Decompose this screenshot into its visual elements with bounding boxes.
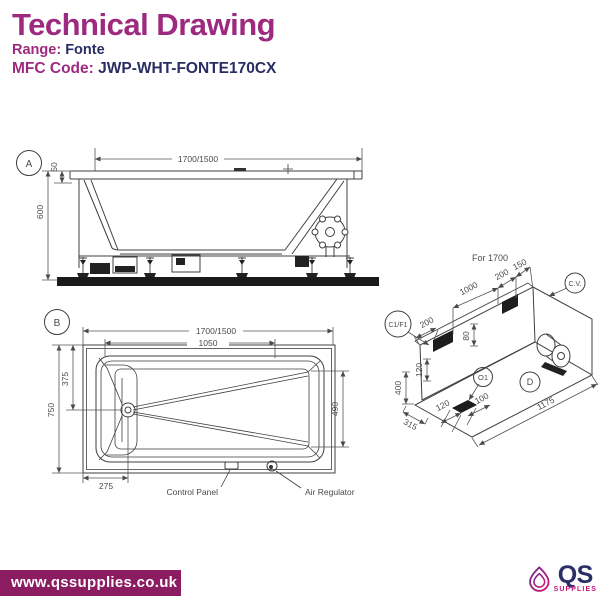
plan-dim-drain-offset: 275: [99, 481, 113, 491]
drain-center: [124, 406, 132, 414]
qs-logo-qs: QS: [557, 561, 594, 589]
bath-base: [114, 368, 310, 450]
dim-label-bg: [189, 326, 243, 336]
range-label: Range:: [12, 42, 62, 58]
install-dim-80: 80: [461, 331, 471, 341]
range-line: Range: Fonte: [12, 42, 276, 59]
install-dim-1000: 1000: [458, 279, 480, 297]
dim-label-bg: [172, 154, 224, 164]
qs-logo-text: QS SUPPLIES: [553, 561, 597, 594]
install-dim-200-left: 200: [418, 315, 435, 331]
dim-line-1000: [452, 287, 499, 309]
wall-top-edge: [414, 282, 534, 346]
view-b-label: B: [54, 318, 61, 329]
website-url: www.qssupplies.co.uk: [11, 574, 178, 591]
install-dim-1175: 1175: [535, 395, 556, 412]
plan-dim-width: 750: [46, 403, 56, 417]
dim-line-150: [515, 266, 531, 278]
cylinder-base: [541, 362, 567, 376]
side-view: A 1700/15: [16, 148, 379, 286]
air-regulator-dot: [269, 465, 273, 469]
bath-side-profile: [69, 170, 363, 268]
install-dimensions: [402, 266, 599, 448]
feet-pads: [77, 260, 356, 278]
mfc-value: JWP-WHT-FONTE170CX: [98, 60, 277, 77]
plan-dim-inner-width: 490: [330, 402, 340, 416]
dim-label-bg: [187, 338, 229, 348]
air-regulator: [266, 460, 278, 472]
cylinder-port: [557, 352, 565, 360]
dim-line-1175: [478, 383, 598, 446]
mfc-label: MFC Code:: [12, 60, 94, 77]
cylinder-front: [551, 344, 571, 368]
plan-ext-lines: [52, 327, 349, 483]
install-dim-400: 400: [393, 381, 403, 395]
qs-logo-supplies: SUPPLIES: [553, 586, 597, 593]
installation-view: For 1700 C1/F1 C.V. O1: [384, 253, 599, 448]
pump-motor-hub: [325, 227, 335, 237]
range-value: Fonte: [65, 42, 105, 58]
view-b-balloon: [44, 309, 70, 335]
pump-blocks-outline: [112, 254, 201, 274]
callout-c1f1-balloon: [384, 310, 412, 338]
floor: [413, 341, 594, 438]
right-wall-edges: [532, 286, 593, 375]
callout-d: D: [527, 377, 534, 387]
bath-rim-1: [95, 355, 325, 463]
header: Technical Drawing Range: Fonte MFC Code:…: [12, 8, 276, 78]
install-dim-315: 315: [402, 417, 419, 433]
install-leaders: [407, 287, 568, 401]
callout-c1f1: C1/F1: [388, 322, 407, 329]
pump-cylinder: [536, 333, 571, 376]
install-title: For 1700: [472, 253, 508, 263]
plan-dim-inner-length: 1050: [199, 338, 218, 348]
callout-o1: O1: [478, 373, 488, 382]
callout-cv-balloon: [564, 272, 586, 294]
drain: [120, 402, 136, 418]
view-a-balloon: [16, 150, 42, 176]
side-dim-length: 1700/1500: [178, 154, 218, 164]
callout-cv: C.V.: [569, 281, 582, 288]
website-banner: www.qssupplies.co.uk: [0, 570, 181, 596]
rim-fitting: [234, 168, 246, 171]
wall-mixer-patch-2: [502, 294, 518, 314]
mfc-line: MFC Code: JWP-WHT-FONTE170CX: [12, 59, 276, 78]
install-dim-120-wall: 120: [414, 363, 424, 377]
callout-leaders: [220, 469, 302, 489]
rim-crosshair: [283, 164, 293, 174]
control-panel: [224, 461, 239, 470]
qs-logo-droplet-icon: [529, 566, 550, 592]
dim-line-120-floor: [440, 412, 462, 424]
side-dim-rim: 50: [49, 162, 59, 172]
control-panel-label: Control Panel: [166, 487, 218, 497]
leader-c1f1: [407, 331, 430, 346]
install-dim-200-top: 200: [493, 267, 510, 283]
page-title: Technical Drawing: [12, 7, 276, 42]
install-dim-100: 100: [473, 391, 490, 407]
floor-waste-patch: [452, 400, 477, 413]
pump-motor: [314, 216, 346, 248]
plan-view: B Control Panel Air Regulator: [44, 309, 355, 497]
ground-line: [57, 277, 379, 286]
view-a-label: A: [26, 159, 33, 170]
side-dim-height: 600: [35, 205, 45, 219]
dim-line-315: [402, 411, 426, 425]
air-regulator-label: Air Regulator: [305, 487, 355, 497]
plan-view-dimensions: [52, 327, 349, 483]
leader-o1: [468, 383, 480, 401]
dim-line-200-top: [497, 276, 517, 289]
plan-dim-length: 1700/1500: [196, 326, 236, 336]
dim-line-200-left: [415, 327, 437, 339]
bath-outer-rect-inner: [86, 348, 332, 470]
bath-rim-2: [100, 360, 320, 458]
install-dim-120-floor: 120: [434, 398, 451, 414]
plan-dim-drain-center: 375: [60, 372, 70, 386]
side-view-dimensions: [42, 148, 363, 281]
slope-lines: [98, 357, 321, 461]
leader-cv: [548, 287, 568, 297]
wall-mixer-patch-1: [433, 330, 453, 352]
qs-supplies-logo: QS SUPPLIES: [527, 560, 597, 598]
pump-motor-lugs: [311, 215, 349, 249]
